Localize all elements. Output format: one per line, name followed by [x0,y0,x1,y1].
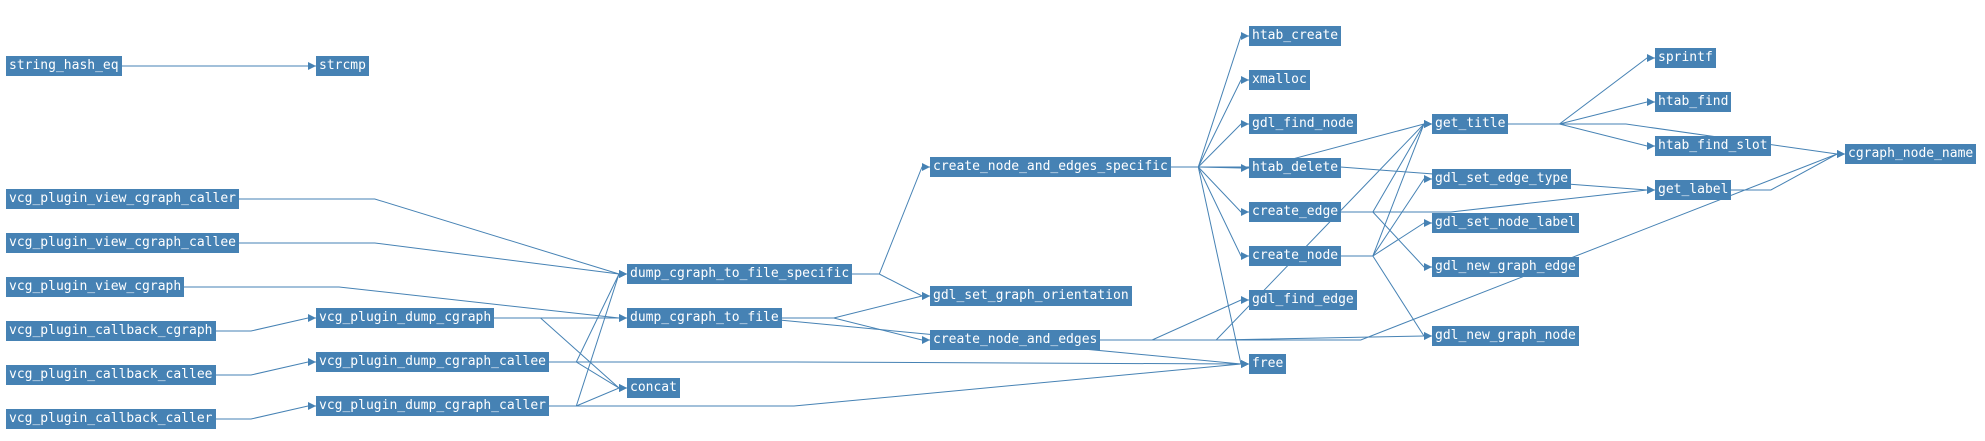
edge-arrowhead [1241,296,1249,304]
edge-arrowhead [308,314,316,322]
node-create-node[interactable]: create_node [1249,246,1342,266]
node-dump-cgraph-to-file-specific[interactable]: dump_cgraph_to_file_specific [627,264,853,284]
edge-arrowhead [619,270,627,278]
node-dump-cgraph-to-file[interactable]: dump_cgraph_to_file [627,308,782,328]
node-create-node-and-edges[interactable]: create_node_and_edges [930,330,1101,350]
node-gdl-set-graph-orientation[interactable]: gdl_set_graph_orientation [930,286,1132,306]
node-create-edge[interactable]: create_edge [1249,202,1342,222]
node-gdl-find-edge[interactable]: gdl_find_edge [1249,290,1357,310]
node-strcmp[interactable]: strcmp [316,56,369,76]
node-htab-find-slot[interactable]: htab_find_slot [1655,136,1771,156]
node-cgraph-node-name[interactable]: cgraph_node_name [1845,144,1977,164]
edge-arrowhead [1241,32,1249,40]
node-vcg-plugin-callback-caller[interactable]: vcg_plugin_callback_caller [6,409,216,429]
edge-arrowhead [1241,164,1249,172]
node-vcg-plugin-dump-cgraph[interactable]: vcg_plugin_dump_cgraph [316,308,495,328]
edge-arrowhead [308,62,316,70]
edge-arrowhead [1647,54,1655,62]
node-string-hash-eq[interactable]: string_hash_eq [6,56,122,76]
node-vcg-plugin-callback-callee[interactable]: vcg_plugin_callback_callee [6,365,216,385]
node-htab-delete[interactable]: htab_delete [1249,158,1342,178]
node-gdl-set-node-label[interactable]: gdl_set_node_label [1432,213,1579,233]
edge-arrowhead [1424,219,1432,227]
edge-arrowhead [308,402,316,410]
node-htab-create[interactable]: htab_create [1249,26,1342,46]
node-gdl-new-graph-edge[interactable]: gdl_new_graph_edge [1432,257,1579,277]
edge-arrowhead [1837,150,1845,158]
node-gdl-find-node[interactable]: gdl_find_node [1249,114,1357,134]
node-get-title[interactable]: get_title [1432,114,1509,134]
node-sprintf[interactable]: sprintf [1655,48,1716,68]
edge-arrowhead [1424,120,1432,128]
node-vcg-plugin-dump-cgraph-callee[interactable]: vcg_plugin_dump_cgraph_callee [316,352,549,372]
node-xmalloc[interactable]: xmalloc [1249,70,1310,90]
edge-arrowhead [1241,120,1249,128]
node-vcg-plugin-view-cgraph-caller[interactable]: vcg_plugin_view_cgraph_caller [6,189,239,209]
node-vcg-plugin-dump-cgraph-caller[interactable]: vcg_plugin_dump_cgraph_caller [316,396,549,416]
node-htab-find[interactable]: htab_find [1655,92,1732,112]
node-vcg-plugin-view-cgraph-callee[interactable]: vcg_plugin_view_cgraph_callee [6,233,239,253]
edge-arrowhead [922,336,930,344]
edge-arrowhead [922,163,930,171]
edge-arrowhead [1647,98,1655,106]
node-free[interactable]: free [1249,354,1287,374]
edge-arrowhead [1241,208,1249,216]
edge-arrowhead [308,358,316,366]
node-vcg-plugin-view-cgraph[interactable]: vcg_plugin_view_cgraph [6,277,185,297]
edge-arrowhead [922,292,930,300]
edge-arrowhead [1647,142,1655,150]
edge-arrowhead [1424,175,1432,183]
edge-arrowhead [1241,76,1249,84]
edge-arrowhead [1424,332,1432,340]
node-get-label[interactable]: get_label [1655,180,1732,200]
node-create-node-and-edges-specific[interactable]: create_node_and_edges_specific [930,157,1171,177]
node-gdl-set-edge-type[interactable]: gdl_set_edge_type [1432,169,1572,189]
edge-arrowhead [1424,263,1432,271]
edge-arrowhead [1241,360,1249,368]
edge-arrowhead [619,384,627,392]
node-vcg-plugin-callback-cgraph[interactable]: vcg_plugin_callback_cgraph [6,321,216,341]
node-concat[interactable]: concat [627,378,680,398]
node-gdl-new-graph-node[interactable]: gdl_new_graph_node [1432,326,1579,346]
edge-arrowhead [1241,252,1249,260]
edge-arrowhead [1647,186,1655,194]
